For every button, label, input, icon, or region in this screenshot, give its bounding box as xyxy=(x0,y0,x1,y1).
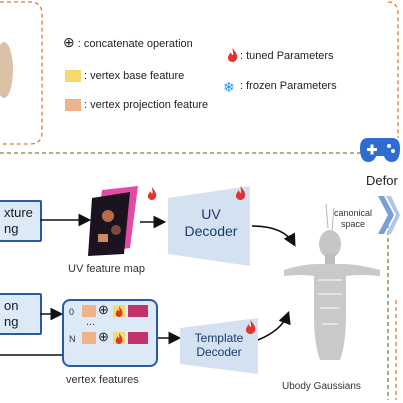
bottom-panel xyxy=(0,152,397,400)
vertex-features-label: vertex features xyxy=(66,374,139,386)
gaussians-label: Ubody Gaussians xyxy=(282,381,361,392)
legend-base: : vertex base feature xyxy=(84,70,185,82)
template-decoder-line1: Template xyxy=(194,331,244,345)
combined-cell xyxy=(128,305,148,317)
base-feature-swatch xyxy=(65,70,81,82)
flame-icon xyxy=(227,48,238,67)
projection-cell xyxy=(82,332,96,344)
position-box-line1: on xyxy=(4,298,19,313)
template-decoder-flame-icon xyxy=(245,320,256,339)
position-box-line2: ng xyxy=(4,314,19,329)
uv-decoder-line2: Decoder xyxy=(184,223,238,239)
uv-decoder-label: UV Decoder xyxy=(170,206,252,240)
top-right-panel xyxy=(388,1,399,138)
uv-decoder-shape xyxy=(168,186,250,266)
template-decoder-label: Template Decoder xyxy=(180,331,258,359)
cell-flame-icon xyxy=(115,304,123,322)
deform-label: Defor xyxy=(366,173,398,188)
legend-concat-text: : concatenate operation xyxy=(77,38,193,50)
uv-decoder-flame-icon xyxy=(235,186,246,205)
uv-map-flame-icon xyxy=(147,187,157,205)
row-index-bottom: N xyxy=(69,334,76,344)
canonical-line1: canonical xyxy=(334,208,373,218)
uv-map-label: UV feature map xyxy=(68,263,146,275)
avatar-thumbnail xyxy=(0,42,13,98)
gaussian-avatar-image xyxy=(284,203,380,360)
legend-projection: : vertex projection feature xyxy=(84,99,209,111)
uv-feature-map-image xyxy=(88,186,138,256)
concat-op-bottom: ⊕ xyxy=(98,329,109,344)
gamepad-icon xyxy=(360,138,400,162)
texture-encoding-box: xture ng xyxy=(0,200,42,242)
canonical-space-label: canonical space xyxy=(334,208,372,230)
projection-cell xyxy=(82,305,96,317)
template-decoder-line2: Decoder xyxy=(196,345,242,359)
uv-decoder-line1: UV xyxy=(201,206,221,222)
snowflake-icon: ❄ xyxy=(223,79,235,95)
legend-concat: ⊕ : concatenate operation xyxy=(63,34,193,51)
legend-tuned: : tuned Parameters xyxy=(240,50,334,62)
combined-cell xyxy=(128,332,148,344)
row-ellipsis: ... xyxy=(86,316,96,328)
texture-box-line1: xture xyxy=(4,205,33,220)
cell-flame-icon xyxy=(115,331,123,349)
canonical-line2: space xyxy=(341,219,366,229)
texture-box-line2: ng xyxy=(4,221,19,236)
template-decoder-shape xyxy=(180,318,258,374)
concat-icon: ⊕ xyxy=(63,34,75,50)
legend-frozen: : frozen Parameters xyxy=(240,80,337,92)
row-index-top: 0 xyxy=(69,307,75,317)
top-left-panel xyxy=(0,1,43,145)
chevron-right-icon xyxy=(378,196,400,234)
projection-feature-swatch xyxy=(65,99,81,111)
concat-op-top: ⊕ xyxy=(98,302,109,317)
